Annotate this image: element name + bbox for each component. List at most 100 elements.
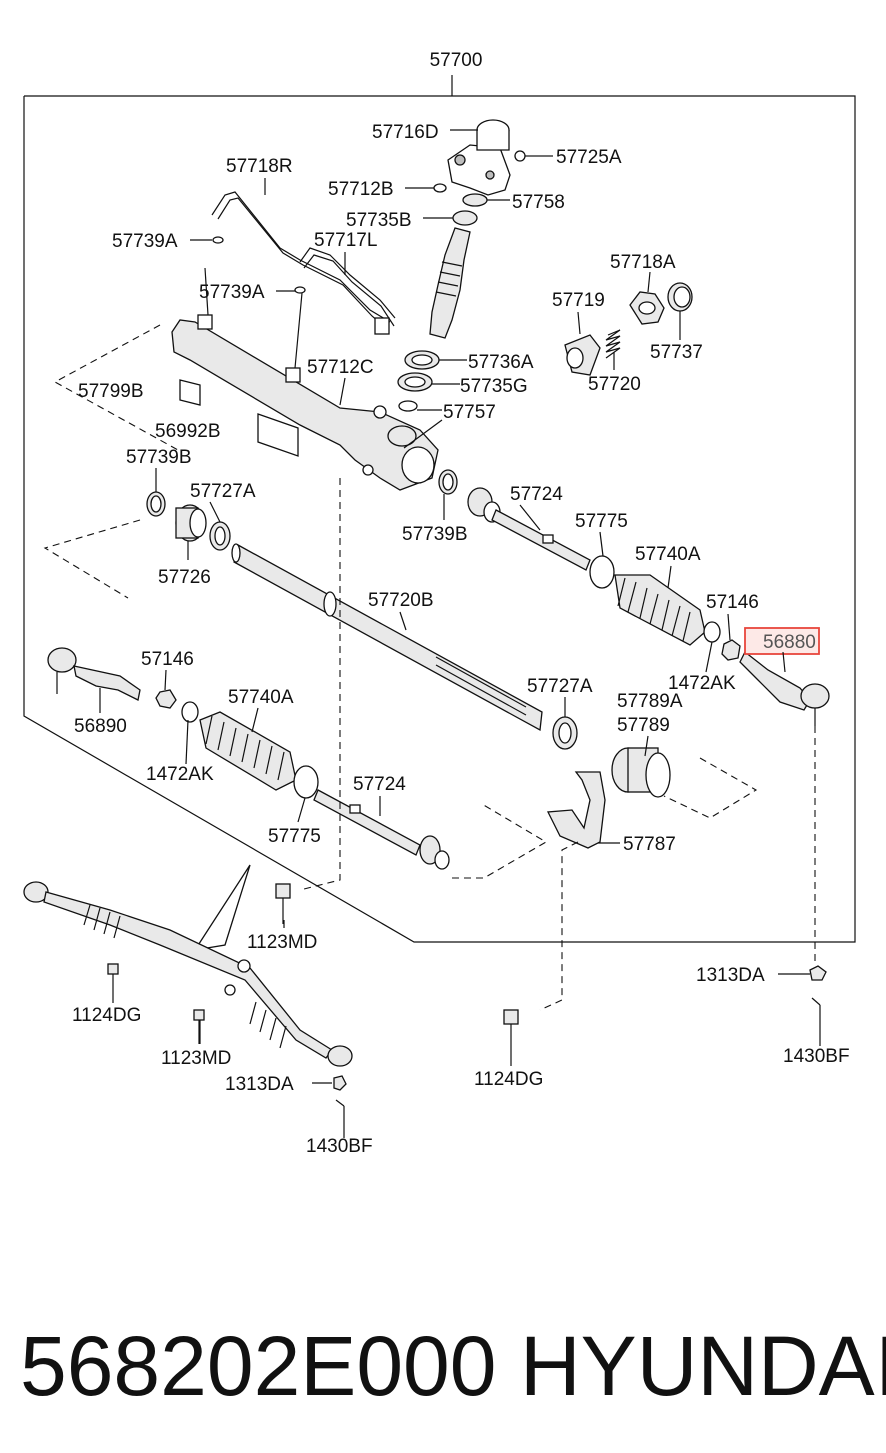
highlight-box-56880 — [744, 627, 820, 655]
overview-nut-1313DA — [312, 1075, 347, 1091]
band-1472AK-lower — [181, 701, 199, 723]
label-57719: 57719 — [552, 290, 605, 311]
rack-bar-57720B — [231, 543, 543, 732]
label-1472AK-upper: 1472AK — [668, 673, 736, 694]
boot-57740A-upper — [614, 574, 706, 646]
leader-lines — [99, 129, 821, 1138]
seal-57736A — [404, 350, 440, 370]
label-57739B-right: 57739B — [402, 524, 468, 545]
label-57718A: 57718A — [610, 252, 676, 273]
overview-bolt-1123MD — [193, 1009, 205, 1044]
ring-57727A-left — [209, 521, 231, 551]
label-57739B-left: 57739B — [126, 447, 192, 468]
o-ring-57712B — [433, 183, 447, 193]
inner-tie-rod-57724-lower — [313, 789, 450, 870]
label-56890: 56890 — [74, 716, 127, 737]
bushing-57726 — [175, 504, 207, 542]
label-57716D: 57716D — [372, 122, 439, 143]
boot-57740A-lower — [199, 711, 297, 791]
label-1430BF-right: 1430BF — [783, 1046, 850, 1067]
label-57726: 57726 — [158, 567, 211, 588]
bolt-1124DG-right — [503, 1009, 519, 1060]
tie-rod-end-56880 — [739, 650, 830, 726]
label-57740A-upper: 57740A — [635, 544, 701, 565]
overview-pin-1430BF — [335, 1099, 345, 1132]
dashed-guides — [43, 324, 816, 1011]
o-ring-57757 — [398, 400, 418, 412]
label-57724-upper: 57724 — [510, 484, 563, 505]
spring-57720 — [605, 329, 621, 359]
label-57789: 57789 — [617, 715, 670, 736]
label-57146-lower: 57146 — [141, 649, 194, 670]
label-1123MD-lower: 1123MD — [161, 1048, 231, 1069]
pin-1430BF-right — [811, 997, 821, 1040]
footer-brand: HYUNDAI — [520, 1319, 886, 1413]
label-56992B: 56992B — [155, 421, 221, 442]
assembly-label-57700: 57700 — [430, 50, 483, 71]
nut-57718A — [629, 291, 665, 325]
label-57775-upper: 57775 — [575, 511, 628, 532]
label-57712B: 57712B — [328, 179, 394, 200]
overview-bolt-1124DG — [107, 963, 119, 1000]
label-57789A: 57789A — [617, 691, 683, 712]
label-57146-upper: 57146 — [706, 592, 759, 613]
plug-57737 — [667, 282, 693, 312]
label-1123MD-upper: 1123MD — [247, 932, 317, 953]
label-56880: 56880 — [763, 632, 816, 653]
bracket-57787 — [546, 771, 606, 849]
label-57737: 57737 — [650, 342, 703, 363]
yoke-57719 — [564, 334, 601, 376]
label-57787: 57787 — [623, 834, 676, 855]
label-plate-56992B — [257, 413, 299, 457]
label-1124DG-right: 1124DG — [474, 1069, 543, 1090]
nut-57146-upper — [721, 639, 741, 661]
label-57720: 57720 — [588, 374, 641, 395]
label-57739A-upper: 57739A — [112, 231, 178, 252]
label-plate-57799B — [179, 379, 201, 406]
nut-1313DA-right — [809, 965, 827, 981]
rack-housing — [171, 267, 439, 491]
label-57775-lower: 57775 — [268, 826, 321, 847]
label-57724-lower: 57724 — [353, 774, 406, 795]
label-57757: 57757 — [443, 402, 496, 423]
bolt-57725A — [514, 150, 540, 162]
label-57712C: 57712C — [307, 357, 374, 378]
seal-57758 — [462, 193, 488, 207]
label-57727A-left: 57727A — [190, 481, 256, 502]
clamp-57775-upper — [589, 555, 615, 589]
footer-part-number: 568202E000 — [20, 1319, 496, 1413]
label-57740A-lower: 57740A — [228, 687, 294, 708]
seal-57735G — [397, 372, 433, 392]
pipe-57718R — [211, 191, 391, 331]
valve-housing — [447, 119, 511, 196]
label-57718R: 57718R — [226, 156, 293, 177]
inner-tie-rod-57724-upper — [467, 487, 591, 571]
mounting-bush-57789 — [611, 747, 671, 798]
label-57739A-lower: 57739A — [199, 282, 265, 303]
nut-57146-lower — [155, 689, 177, 709]
label-57725A: 57725A — [556, 147, 622, 168]
band-1472AK-upper — [703, 621, 721, 643]
label-57717L: 57717L — [314, 230, 377, 251]
label-1313DA-left: 1313DA — [225, 1074, 294, 1095]
ring-57739B-right — [438, 469, 458, 495]
label-1472AK-lower: 1472AK — [146, 764, 214, 785]
clamp-57775-lower — [293, 765, 319, 799]
pinion-shaft — [429, 227, 471, 339]
overview-assembly — [23, 864, 353, 1067]
label-1313DA-right: 1313DA — [696, 965, 765, 986]
bolt-1123MD-upper — [275, 883, 291, 924]
label-57735B: 57735B — [346, 210, 412, 231]
o-ring-57739A-lower — [294, 286, 306, 294]
o-ring-57739A-upper — [212, 236, 224, 244]
label-57736A: 57736A — [468, 352, 534, 373]
label-1124DG-left: 1124DG — [72, 1005, 141, 1026]
ring-57727A-right — [552, 716, 578, 750]
label-57727A-right: 57727A — [527, 676, 593, 697]
ring-57739B-left — [146, 491, 166, 517]
label-1430BF-left: 1430BF — [306, 1136, 373, 1157]
assembly-boundary — [23, 75, 856, 943]
seal-57735B — [452, 210, 478, 226]
label-57735G: 57735G — [460, 376, 528, 397]
